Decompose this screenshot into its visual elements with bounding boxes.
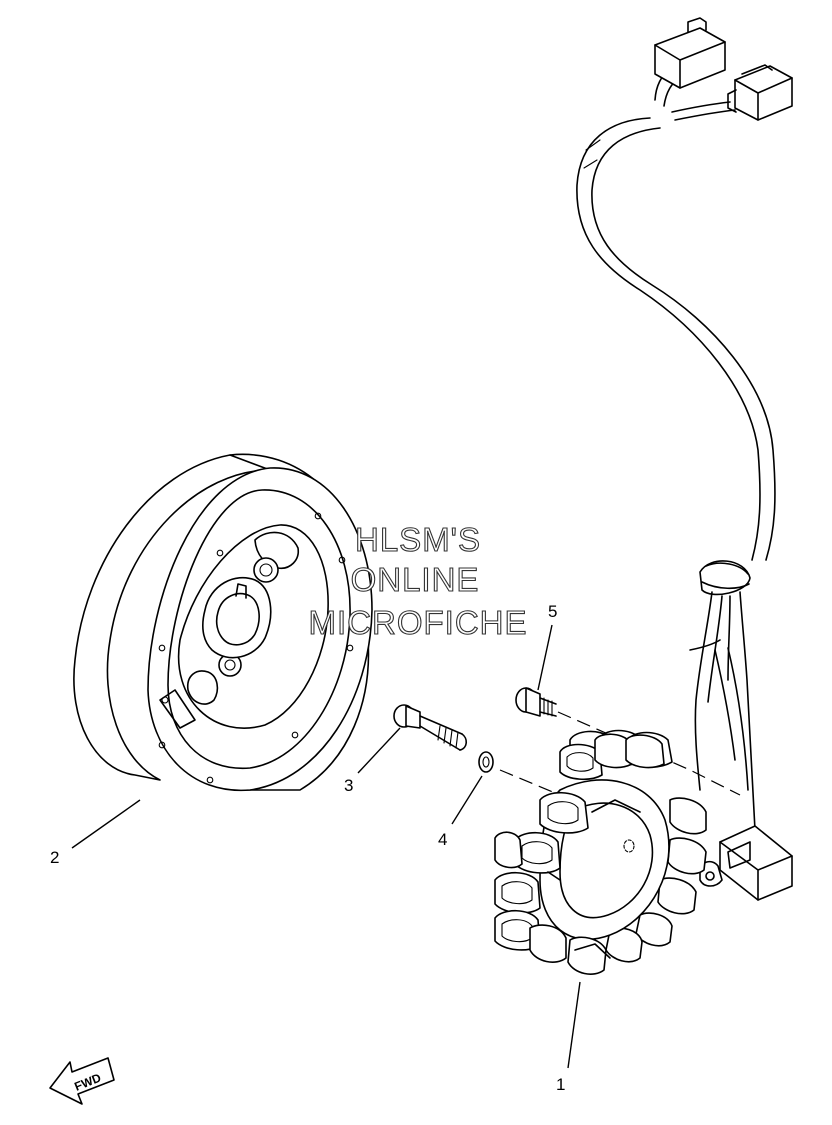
watermark-line-3: MICROFICHE [309,604,528,641]
leader-5 [537,624,553,691]
leader-2 [71,799,141,849]
callout-5: 5 [548,602,557,621]
fwd-arrow-icon: FWD [49,1057,115,1105]
bolt-5 [515,687,557,717]
leader-1 [567,981,581,1069]
callout-4: 4 [438,830,447,849]
flywheel-rotor [73,453,373,792]
stator [494,729,707,975]
pickup-coil [699,825,793,901]
callout-1: 1 [556,1075,565,1094]
callout-3: 3 [344,776,353,795]
alignment-line-3 [499,769,561,796]
connector-a [654,17,726,89]
watermark-line-1: HLSM'S [355,521,481,558]
alignment-line-5 [557,711,741,796]
washer-4 [478,751,494,773]
callout-2: 2 [50,848,59,867]
wire-harness [576,17,793,831]
grommet [699,560,751,596]
screw-3 [393,704,468,751]
leader-3 [357,727,401,774]
leader-4 [451,775,483,825]
connector-b [727,64,793,121]
watermark-line-2: ONLINE [351,561,480,598]
